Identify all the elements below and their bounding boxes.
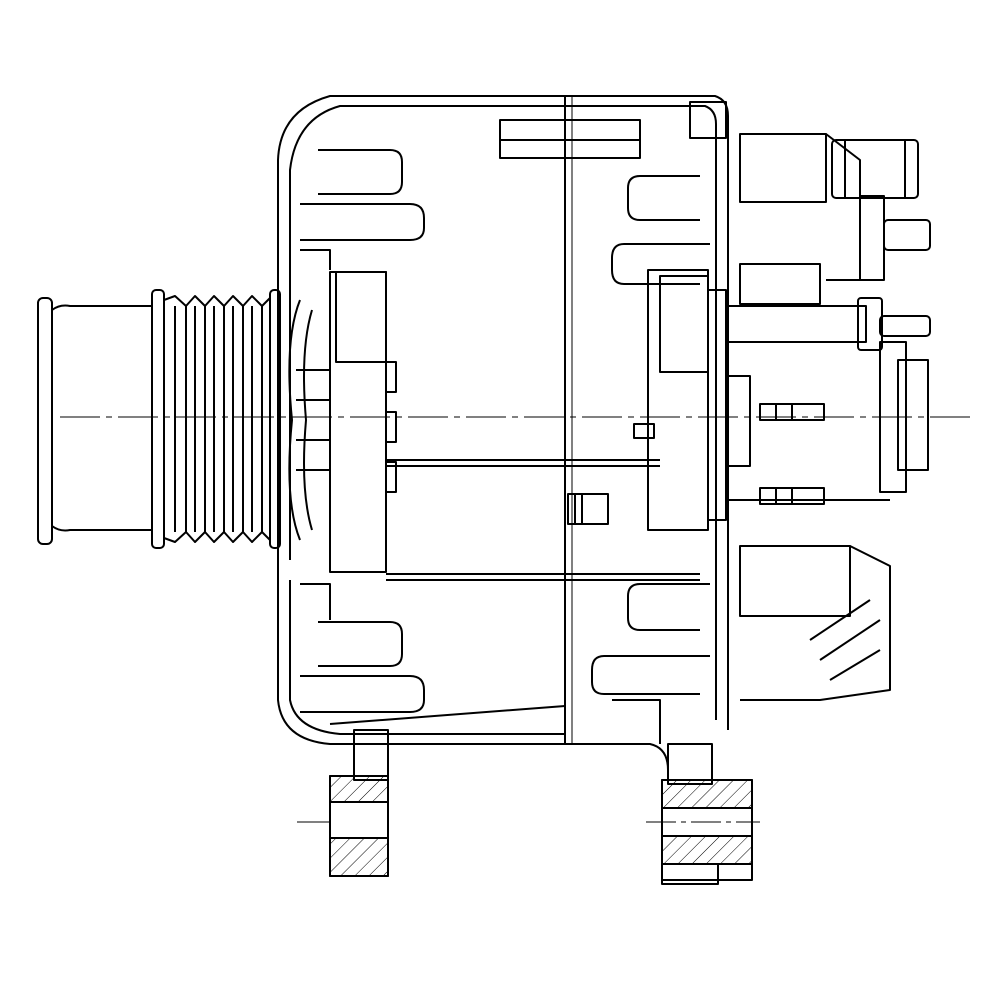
mounting-foot-front	[329, 729, 389, 877]
rotor	[288, 269, 727, 581]
rear-electronics-cover	[726, 133, 929, 701]
centerline	[60, 416, 970, 823]
pulley	[37, 289, 281, 549]
housing-seam	[499, 96, 641, 744]
rear-housing	[565, 95, 729, 771]
shaft	[633, 297, 931, 467]
mounting-foot-rear	[661, 743, 753, 885]
pulley-grooves	[163, 295, 271, 543]
front-housing	[277, 95, 566, 745]
b-plus-terminal	[831, 139, 931, 281]
